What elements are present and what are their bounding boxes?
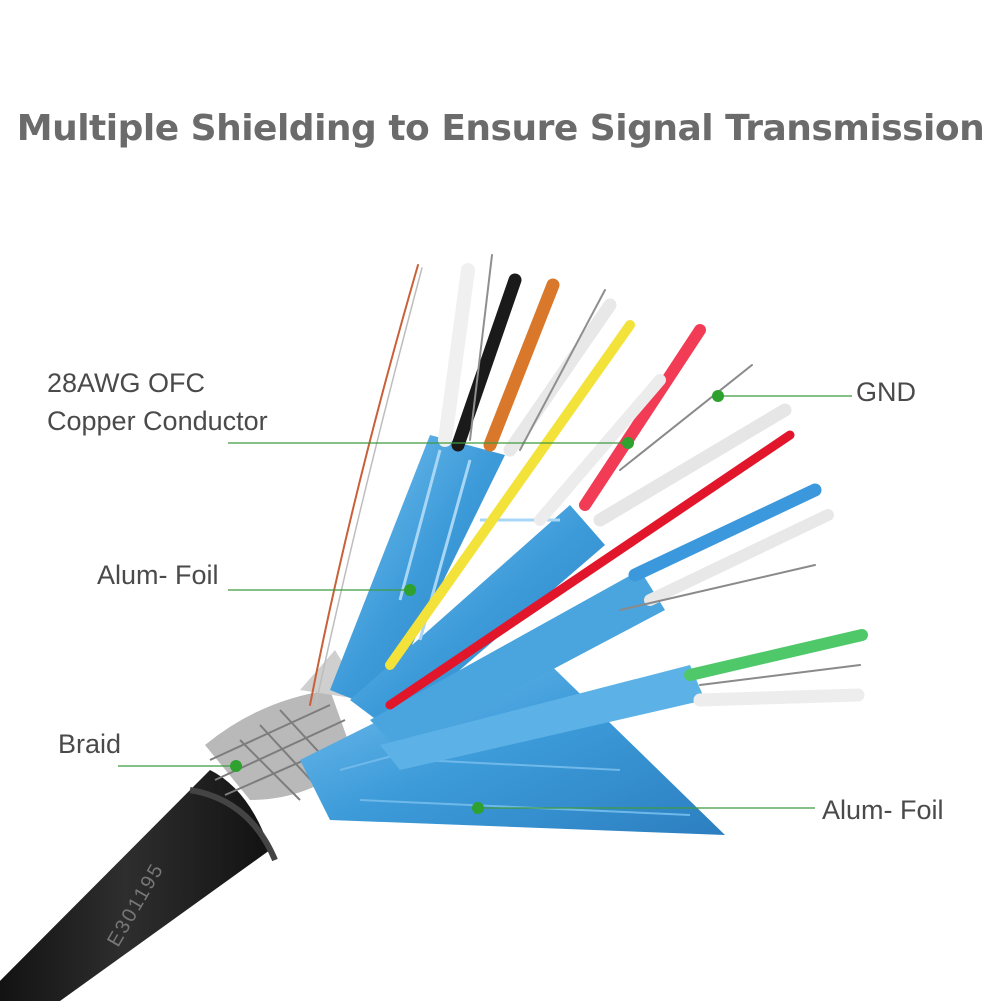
alum-foil-label-left: Alum- Foil (97, 560, 219, 590)
foil-right-marker-dot (472, 802, 484, 814)
gnd-label: GND (856, 377, 916, 407)
copper-marker-dot (622, 437, 634, 449)
page-title: Multiple Shielding to Ensure Signal Tran… (16, 108, 985, 149)
braid-marker-dot (230, 760, 242, 772)
cable-jacket: E301195 (0, 770, 278, 1001)
gnd-marker-dot (712, 390, 724, 402)
alum-foil-label-right: Alum- Foil (822, 795, 944, 825)
leader-lines (118, 390, 852, 814)
foil-wrapped-pairs (330, 435, 705, 770)
conductors (309, 254, 868, 710)
foil-left-marker-dot (404, 584, 416, 596)
braid-label: Braid (58, 729, 122, 759)
copper-label-line1: 28AWG OFC (47, 368, 206, 398)
copper-label-line2: Copper Conductor (47, 406, 268, 436)
copper-conductor-label: 28AWG OFC Copper Conductor (47, 364, 268, 440)
